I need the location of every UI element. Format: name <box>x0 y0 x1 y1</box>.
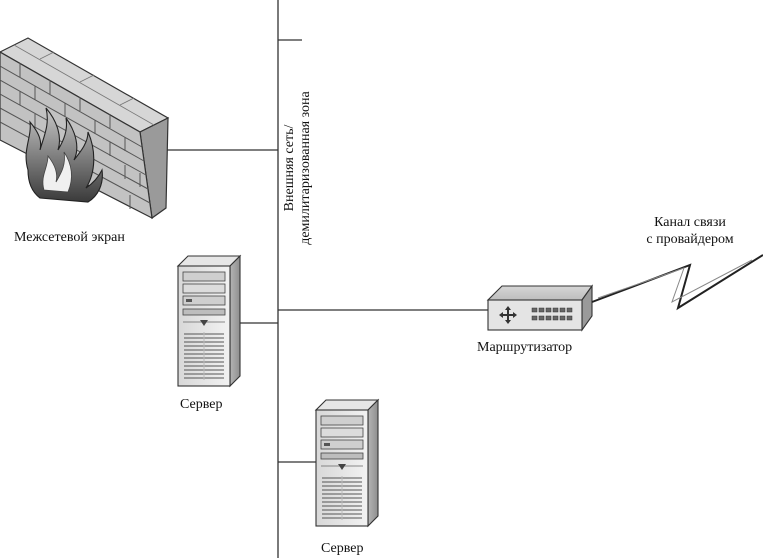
server-1-icon <box>176 254 242 388</box>
router-label: Маршрутизатор <box>477 340 573 355</box>
firewall-icon <box>0 37 170 220</box>
router-icon <box>486 284 594 332</box>
server-1-label: Сервер <box>180 397 223 412</box>
lightning-bolt-icon <box>591 254 763 311</box>
network-bus <box>160 0 488 558</box>
zone-label-line1: Внешняя сеть/ <box>282 124 297 212</box>
zone-label: Внешняя сеть/ демилитаризованная зона <box>282 68 314 268</box>
server-2-icon <box>314 398 380 528</box>
channel-label: Канал связи с провайдером <box>628 214 752 248</box>
channel-label-line2: с провайдером <box>646 232 734 247</box>
channel-label-line1: Канал связи <box>654 215 726 230</box>
zone-label-line2: демилитаризованная зона <box>298 91 313 245</box>
server-2-label: Сервер <box>321 541 364 556</box>
firewall-label: Межсетевой экран <box>14 230 125 245</box>
